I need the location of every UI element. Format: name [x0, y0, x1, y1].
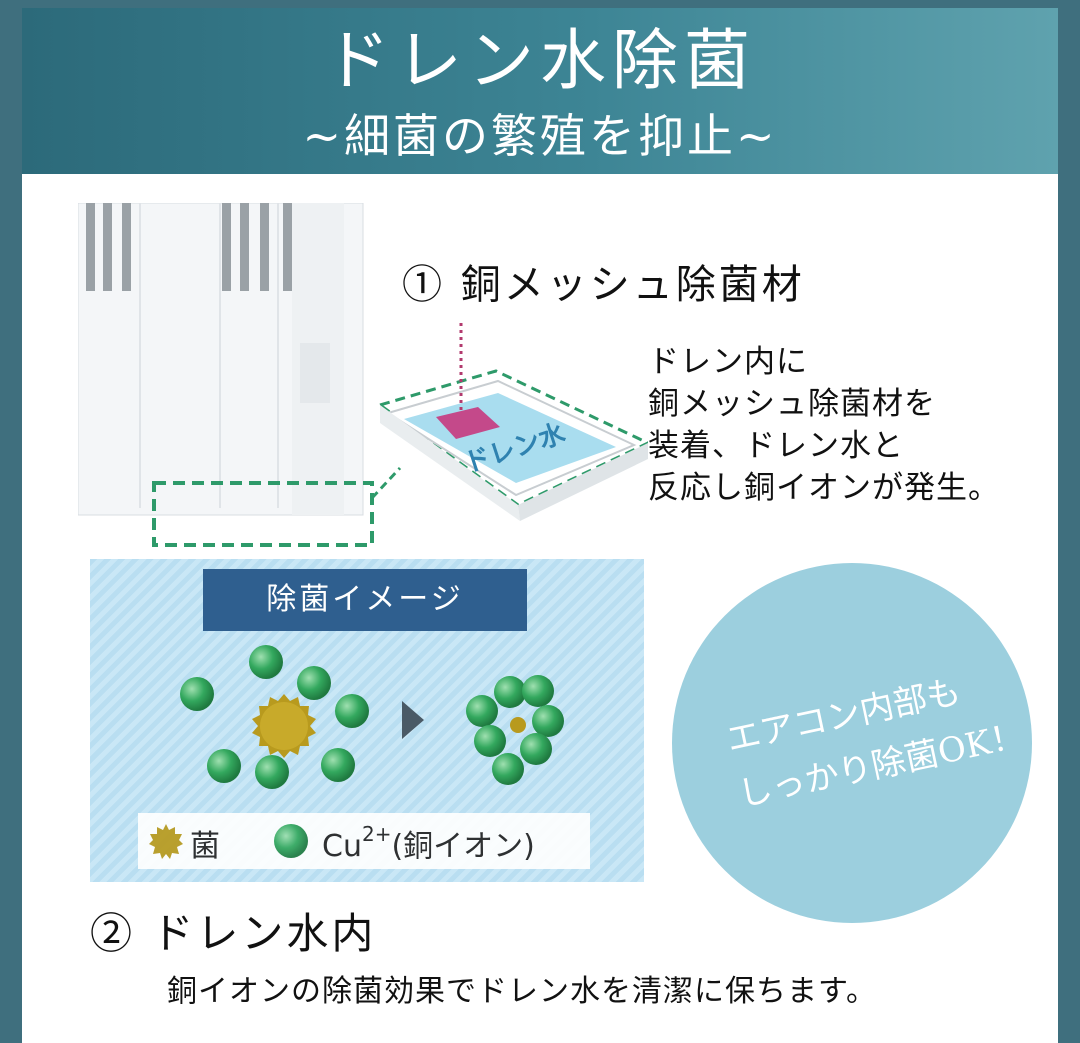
section1-description-line: 装着、ドレン水と: [648, 428, 904, 464]
section1-description-line: ドレン内に: [648, 344, 808, 380]
section2-title: ② ドレン水内: [90, 909, 377, 958]
legend-ion-note: (銅イオン): [391, 829, 535, 864]
arrow-right-icon: [402, 701, 424, 739]
section1-title: ① 銅メッシュ除菌材: [402, 262, 805, 308]
copper-ion-legend-icon: [274, 824, 308, 858]
panel-title: 除菌イメージ: [203, 569, 527, 631]
legend-ion-symbol: Cu: [322, 829, 362, 864]
page-title: ドレン水除菌: [324, 22, 756, 99]
section1-description-line: 銅メッシュ除菌材を: [648, 386, 936, 422]
bacteria-icon: [252, 694, 316, 758]
air-conditioner-image: [78, 203, 364, 516]
sterilization-diagram: [180, 645, 564, 789]
callout-circle: エアコン内部も しっかり除菌OK！: [672, 563, 1032, 923]
product-card: ドレン水除菌 ~細菌の繁殖を抑止~ ドレン水 ① 銅メッシュ除菌材 ドレン内に …: [22, 8, 1058, 1043]
section2-description: 銅イオンの除菌効果でドレン水を清潔に保ちます。: [167, 974, 877, 1009]
ion-cluster-icon: [466, 675, 564, 785]
copper-ion-icons: [180, 645, 369, 789]
header-banner: ドレン水除菌 ~細菌の繁殖を抑止~: [22, 8, 1058, 174]
legend-bacteria-label: 菌: [190, 829, 220, 864]
bacteria-legend-icon: [149, 824, 183, 859]
callout-text: エアコン内部も しっかり除菌OK！: [721, 655, 1028, 823]
section1-description-line: 反応し銅イオンが発生。: [648, 470, 1000, 506]
legend: 菌 Cu2+(銅イオン): [138, 813, 590, 869]
legend-ion-label: Cu2+(銅イオン): [322, 821, 535, 865]
drain-tray-image: [152, 323, 648, 547]
legend-ion-charge: 2+: [361, 822, 392, 846]
section1-description: ドレン内に 銅メッシュ除菌材を 装着、ドレン水と 反応し銅イオンが発生。: [648, 341, 1058, 509]
page-subtitle: ~細菌の繁殖を抑止~: [302, 109, 778, 163]
sterilization-panel: 除菌イメージ 菌 Cu2+(銅イオン): [90, 559, 644, 882]
